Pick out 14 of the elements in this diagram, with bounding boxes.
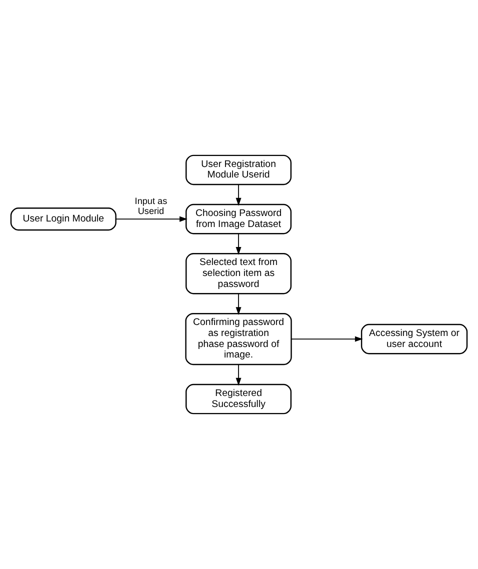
arrow bbox=[236, 184, 242, 206]
node-box: Choosing Password from Image Dataset bbox=[186, 204, 292, 234]
arrow bbox=[236, 364, 242, 386]
arrow bbox=[236, 233, 242, 255]
node-box: Accessing System or user account bbox=[360, 324, 468, 354]
arrow bbox=[236, 293, 242, 315]
edge-label: Input as Userid bbox=[134, 196, 168, 216]
node-box: Registered Successfully bbox=[186, 384, 292, 414]
arrow bbox=[116, 216, 188, 222]
node-box: Confirming password as registration phase password of image. bbox=[185, 312, 292, 366]
node-box: User Registration Module Userid bbox=[186, 154, 292, 186]
node-box: Selected text from selection item as password bbox=[186, 253, 292, 294]
arrow bbox=[290, 336, 363, 342]
node-box: User Login Module bbox=[10, 208, 116, 231]
